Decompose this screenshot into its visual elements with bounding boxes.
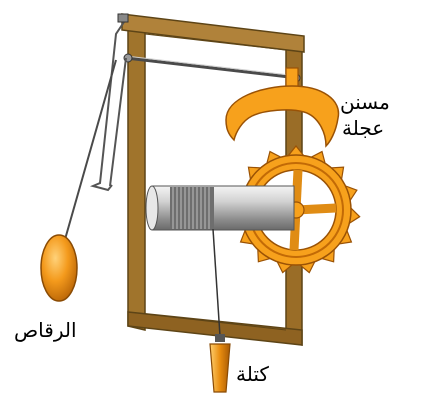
pendulum-bob [41, 235, 77, 301]
winding-drum [146, 186, 294, 230]
pivot-axle [124, 54, 300, 82]
pendulum-rod [62, 60, 116, 250]
weight-assembly [210, 229, 230, 392]
anchor-pallet [226, 86, 339, 146]
weight-label: كتلة [236, 363, 269, 385]
cord [213, 229, 220, 336]
escapement-wheel-label-line2: عجلة [342, 117, 384, 139]
frame-left-post [128, 18, 145, 330]
pendulum-label: الرقاص [14, 319, 77, 341]
escapement-anchor [226, 68, 339, 146]
escapement-wheel-label-line1: مسنن [340, 91, 390, 113]
weight [210, 344, 230, 392]
frame-top-bar [122, 14, 304, 52]
pendulum [41, 14, 128, 301]
pendulum-crutch [110, 58, 126, 186]
